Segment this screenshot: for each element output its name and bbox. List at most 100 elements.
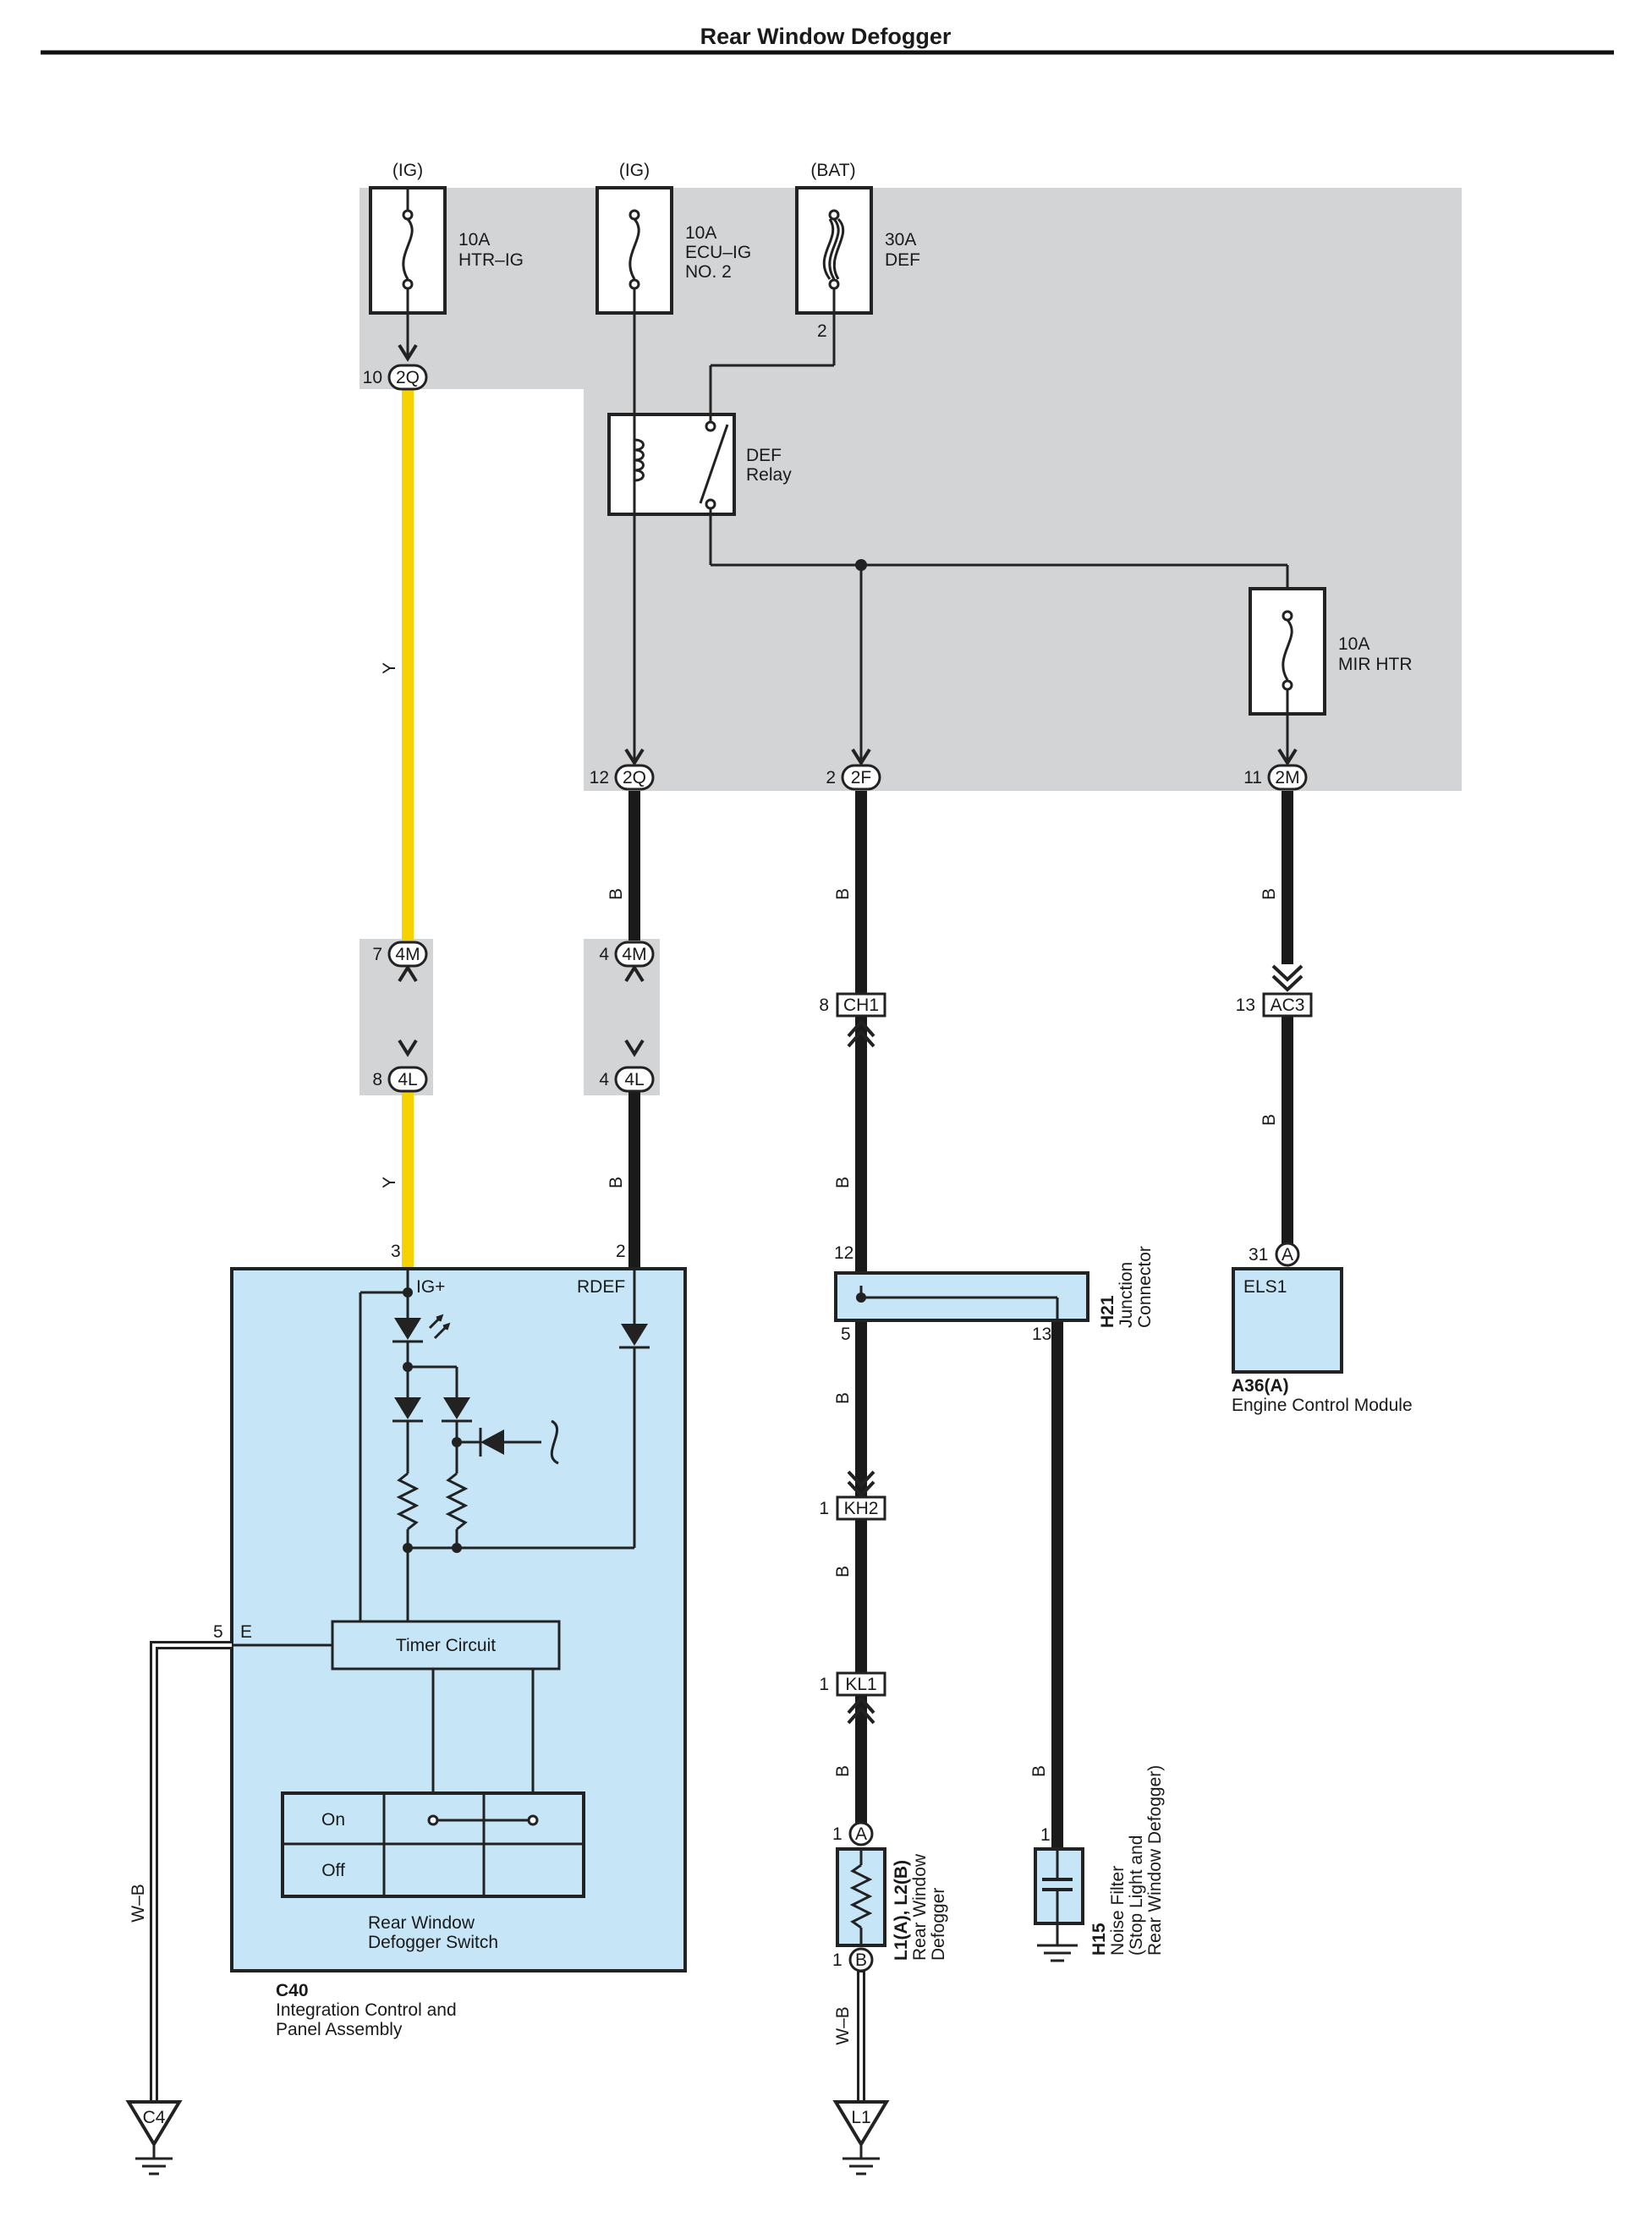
svg-text:11: 11 xyxy=(1243,768,1262,787)
svg-text:2F: 2F xyxy=(851,768,872,787)
svg-text:1: 1 xyxy=(819,1499,829,1518)
svg-text:1: 1 xyxy=(832,1950,842,1970)
svg-text:A: A xyxy=(1282,1245,1293,1265)
h21-name-1: Junction xyxy=(1117,1262,1136,1328)
def-relay: DEF Relay xyxy=(607,413,792,516)
svg-text:C4: C4 xyxy=(143,2108,166,2127)
wire-wb-e-ground xyxy=(150,1641,232,2102)
connector-2q-12: 2Q 12 xyxy=(590,764,655,791)
wire-label-b5: B xyxy=(833,1392,853,1404)
wire-label-b8: B xyxy=(1029,1765,1049,1777)
noise-filter-h15: 1 H15 Noise Filter (Stop Light and Rear … xyxy=(1034,1765,1165,1962)
switch-off-label: Off xyxy=(321,1861,345,1880)
svg-text:AC3: AC3 xyxy=(1271,996,1305,1015)
connector-4m-7: 4M 7 xyxy=(372,941,428,968)
fuse-def-name: DEF xyxy=(885,250,920,270)
switch-name-2: Defogger Switch xyxy=(368,1933,498,1952)
svg-text:10: 10 xyxy=(363,368,382,387)
wire-label-y2: Y xyxy=(380,1177,399,1188)
arrow-2q-10 xyxy=(398,343,418,362)
c40-name-2: Panel Assembly xyxy=(276,2020,403,2039)
svg-text:1: 1 xyxy=(832,1824,842,1844)
wire-label-b2: B xyxy=(606,1177,626,1188)
fuse-def-amps: 30A xyxy=(885,230,916,250)
terminal-e: E xyxy=(240,1622,252,1642)
h21-code: H21 xyxy=(1098,1295,1117,1328)
wire-label-wb2: W–B xyxy=(833,2006,853,2045)
svg-text:8: 8 xyxy=(819,996,829,1015)
svg-text:4L: 4L xyxy=(398,1070,417,1089)
defogger-name-1: Rear Window xyxy=(910,1853,930,1961)
h21-name-2: Connector xyxy=(1135,1246,1155,1328)
fuse-ecu-ig-amps: 10A xyxy=(685,223,716,243)
fuse-mir-amps: 10A xyxy=(1338,634,1369,654)
wire-label-b7: B xyxy=(833,1765,853,1777)
svg-text:KH2: KH2 xyxy=(844,1499,879,1518)
connector-2q-10: 2Q 10 xyxy=(363,364,428,391)
switch-on-label: On xyxy=(321,1810,345,1830)
ecm-label: ELS1 xyxy=(1243,1277,1287,1297)
svg-text:7: 7 xyxy=(372,945,382,964)
connector-4l-8: 4L 8 xyxy=(372,1066,428,1093)
wire-label-b9: B xyxy=(1260,888,1279,900)
defogger-name-2: Defogger xyxy=(929,1888,948,1961)
wire-label-b4: B xyxy=(833,1177,853,1188)
fuse-ecu-ig-name: ECU–IG xyxy=(685,243,751,262)
svg-text:4: 4 xyxy=(599,1070,609,1089)
fuse-htr-ig-name: HTR–IG xyxy=(458,250,524,270)
svg-text:2M: 2M xyxy=(1275,768,1299,787)
svg-text:13: 13 xyxy=(1032,1325,1051,1344)
svg-text:5: 5 xyxy=(841,1325,851,1344)
rear-window-defogger: 1 A 1 B L1(A), L2(B) Rear Window Defogge… xyxy=(832,1821,948,1972)
fuse-def-pin: 2 xyxy=(817,321,827,341)
svg-text:12: 12 xyxy=(590,768,609,787)
h15-name-2: (Stop Light and xyxy=(1127,1835,1146,1956)
svg-text:12: 12 xyxy=(834,1243,853,1263)
svg-text:KL1: KL1 xyxy=(845,1675,876,1694)
wire-label-b1: B xyxy=(606,888,626,900)
svg-text:4M: 4M xyxy=(395,945,420,964)
h15-code: H15 xyxy=(1089,1923,1109,1956)
pin-rdef: 2 xyxy=(616,1242,626,1261)
c40-code: C40 xyxy=(276,1981,309,2000)
fuse-mir-name: MIR HTR xyxy=(1338,655,1413,674)
integration-control-panel: 3 2 IG+ RDEF xyxy=(230,1242,687,1972)
svg-text:1: 1 xyxy=(1040,1825,1051,1845)
page-title: Rear Window Defogger xyxy=(700,24,952,49)
fuse-mir-htr: 10A MIR HTR xyxy=(1249,587,1413,716)
wire-label-b6: B xyxy=(833,1566,853,1577)
h15-name-3: Rear Window Defogger) xyxy=(1145,1765,1165,1956)
ecm-name: Engine Control Module xyxy=(1232,1396,1413,1415)
svg-text:2Q: 2Q xyxy=(623,768,646,787)
fuse-ecu-ig-no: NO. 2 xyxy=(685,262,732,282)
svg-text:CH1: CH1 xyxy=(843,996,879,1015)
ground-l1: L1 xyxy=(832,2100,890,2175)
pin-ig: 3 xyxy=(391,1242,401,1261)
c40-name-1: Integration Control and xyxy=(276,2000,457,2020)
ground-c4: C4 xyxy=(125,2100,183,2175)
svg-text:L1: L1 xyxy=(851,2108,870,2127)
timer-circuit-label: Timer Circuit xyxy=(396,1636,496,1655)
fuse-htr-ig-amps: 10A xyxy=(458,230,490,250)
terminal-e-pin: 5 xyxy=(213,1622,223,1642)
wire-label-b3: B xyxy=(833,888,853,900)
svg-text:A: A xyxy=(855,1824,867,1844)
svg-text:13: 13 xyxy=(1236,996,1255,1015)
h15-name-1: Noise Filter xyxy=(1108,1866,1128,1956)
svg-text:2Q: 2Q xyxy=(396,368,420,387)
switch-name-1: Rear Window xyxy=(368,1913,475,1933)
power-source-bat: (BAT) xyxy=(810,161,855,180)
svg-text:4M: 4M xyxy=(622,945,646,964)
svg-text:4: 4 xyxy=(599,945,609,964)
svg-text:2: 2 xyxy=(826,768,836,787)
wire-label-y1: Y xyxy=(380,662,399,674)
ecm-code: A36(A) xyxy=(1232,1376,1289,1396)
wire-label-wb1: W–B xyxy=(129,1884,148,1923)
connector-kl1: KL1 1 xyxy=(819,1671,886,1697)
svg-text:8: 8 xyxy=(372,1070,382,1089)
terminal-ig: IG+ xyxy=(416,1277,445,1297)
connector-2f-2: 2F 2 xyxy=(826,764,881,791)
svg-text:B: B xyxy=(855,1950,867,1970)
svg-text:31: 31 xyxy=(1249,1245,1268,1265)
